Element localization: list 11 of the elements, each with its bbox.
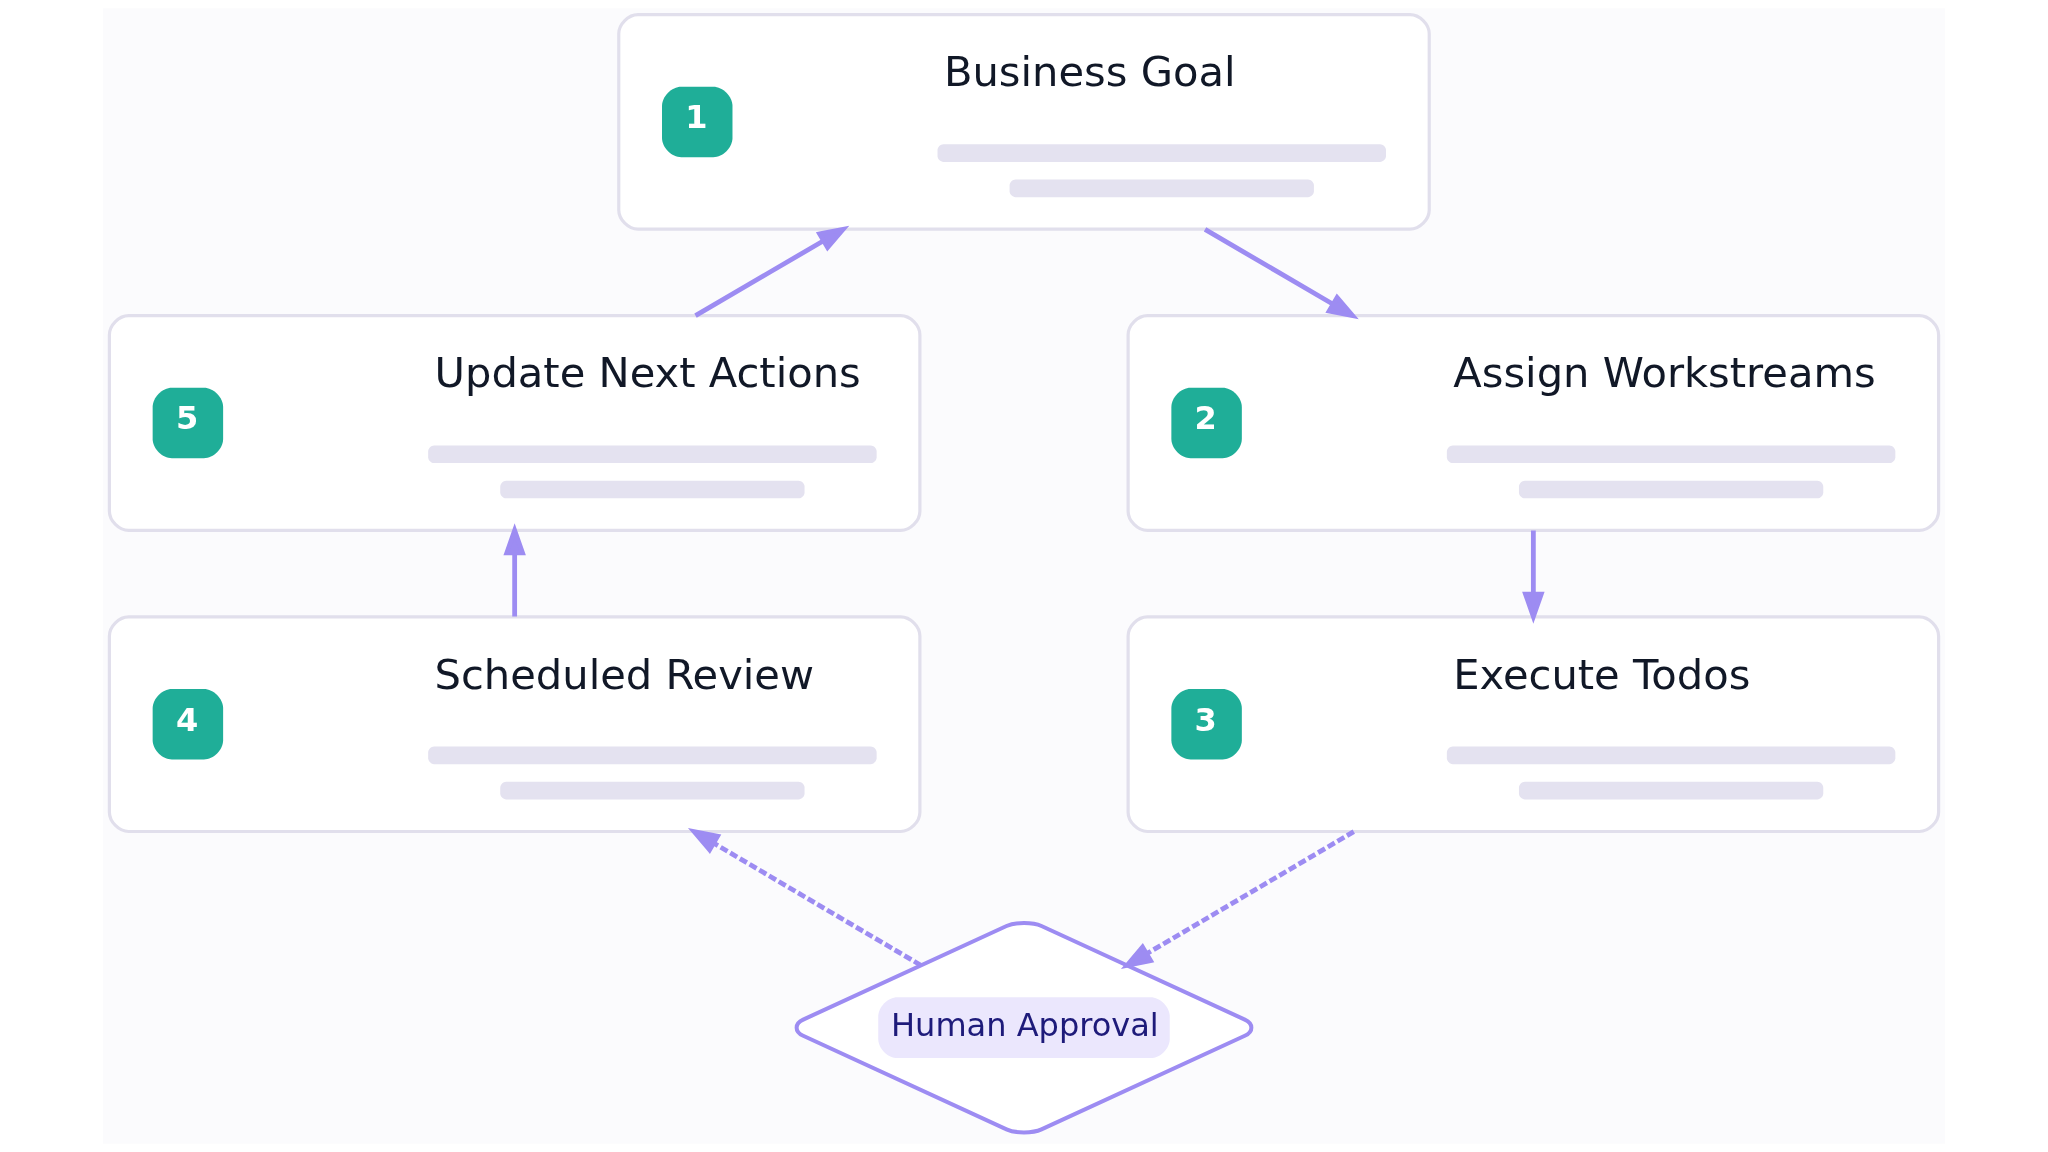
node-box: 5 Update Next Actions <box>107 314 922 532</box>
arrow <box>1203 227 1359 320</box>
arrow <box>1120 829 1355 969</box>
node-box: 1 Business Goal <box>617 13 1431 231</box>
arrow <box>687 827 923 968</box>
arrow <box>503 523 526 617</box>
node-box: 4 Scheduled Review <box>107 615 922 834</box>
arrow <box>694 225 850 318</box>
node-box: 2 Assign Workstreams <box>1126 314 1941 532</box>
arrow <box>1522 530 1545 624</box>
node-box: 3 Execute Todos <box>1126 615 1941 834</box>
